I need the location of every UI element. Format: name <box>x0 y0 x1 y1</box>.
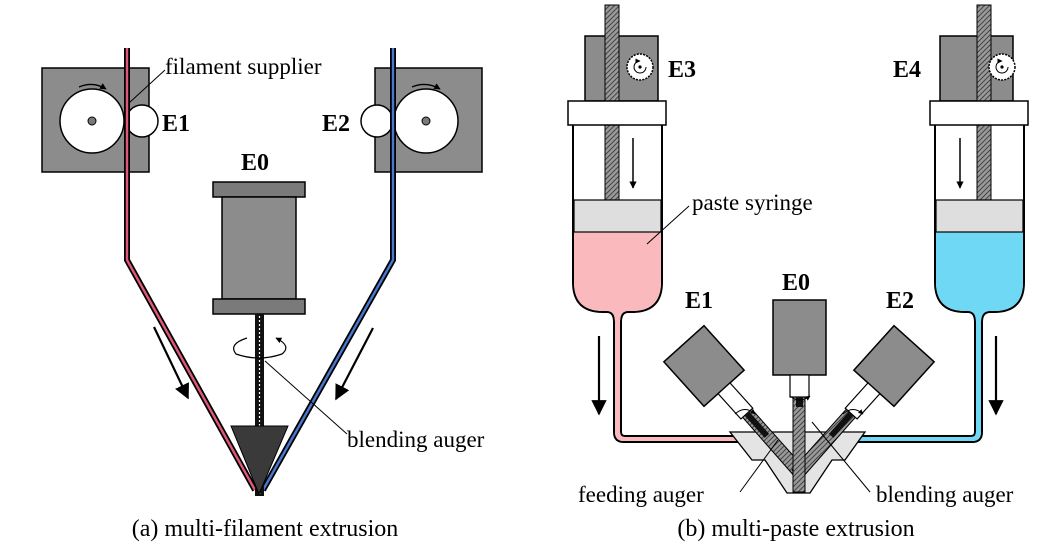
right-paste-syringe <box>855 125 1025 443</box>
right-filament <box>260 48 396 492</box>
gear-icon <box>626 53 654 81</box>
rotation-arrow-icon <box>789 395 811 401</box>
blending-motor-e0-b <box>772 299 827 407</box>
left-filament-feeder <box>41 67 159 173</box>
label-e2-b: E2 <box>886 288 914 314</box>
left-flow-arrow-icon <box>153 326 189 400</box>
blending-auger-label-a: blending auger <box>347 427 485 452</box>
gear-icon <box>988 53 1016 81</box>
right-flow-arrow-icon <box>335 327 374 401</box>
panel-a-multi-filament: filament supplier E1 E2 E0 blending auge… <box>41 48 485 542</box>
feeding-auger-label: feeding auger <box>578 482 704 507</box>
left-filament <box>124 48 258 492</box>
left-paste-syringe <box>572 125 740 443</box>
filament-supplier-label: filament supplier <box>165 54 322 79</box>
label-e0-a: E0 <box>241 150 269 176</box>
label-e2-a: E2 <box>322 111 350 137</box>
right-syringe-drive <box>929 4 1029 206</box>
right-filament-feeder <box>360 67 483 173</box>
mixing-nozzle-cone <box>230 425 289 496</box>
label-e4: E4 <box>893 57 921 83</box>
blending-motor-e0 <box>212 181 306 315</box>
label-e1-a: E1 <box>162 111 190 137</box>
label-e3: E3 <box>668 57 696 83</box>
caption-b: (b) multi-paste extrusion <box>677 516 914 542</box>
panel-b-multi-paste: E3 E4 paste syringe E0 E1 E2 feeding aug… <box>567 4 1029 542</box>
label-e1-b: E1 <box>685 288 713 314</box>
left-syringe-drive <box>567 4 667 206</box>
label-e0-b: E0 <box>782 270 810 296</box>
caption-a: (a) multi-filament extrusion <box>132 516 399 542</box>
paste-syringe-label: paste syringe <box>692 190 813 215</box>
rotation-arrow-icon <box>734 409 756 415</box>
rotation-arrow-icon <box>842 409 864 415</box>
rotation-arrow-icon <box>233 337 287 359</box>
blending-auger-label-b: blending auger <box>876 482 1014 507</box>
